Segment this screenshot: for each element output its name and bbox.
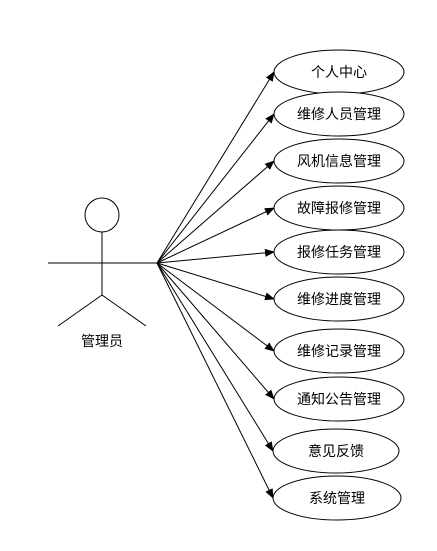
association-line	[156, 207, 275, 264]
association-line	[156, 262, 275, 400]
use-cases: 个人中心维修人员管理风机信息管理故障报修管理报修任务管理维修进度管理维修记录管理…	[272, 49, 405, 521]
association-line	[156, 262, 274, 452]
use-case[interactable]: 报修任务管理	[273, 229, 405, 275]
use-case-label: 意见反馈	[308, 443, 364, 460]
actor: 管理员	[48, 197, 158, 350]
use-case-ellipse[interactable]	[273, 229, 405, 275]
use-case-ellipse[interactable]	[273, 276, 405, 322]
use-case-label: 维修人员管理	[297, 107, 381, 123]
use-case-ellipse[interactable]	[272, 475, 402, 521]
use-case[interactable]: 个人中心	[273, 49, 405, 95]
association-line	[156, 262, 275, 301]
association-line	[156, 71, 275, 264]
use-case-ellipse[interactable]	[273, 138, 405, 184]
association-line	[156, 113, 275, 264]
use-case[interactable]: 意见反馈	[272, 428, 400, 474]
association-line	[156, 160, 275, 264]
use-case[interactable]: 维修记录管理	[273, 328, 405, 374]
use-case[interactable]: 风机信息管理	[273, 138, 405, 184]
use-case-label: 维修进度管理	[297, 292, 381, 308]
association-line	[156, 262, 274, 499]
use-case-label: 系统管理	[309, 491, 365, 507]
actor-left-leg	[57, 294, 103, 327]
actor-label: 管理员	[81, 334, 123, 350]
use-case-ellipse[interactable]	[273, 91, 405, 137]
actor-head	[84, 197, 120, 233]
use-case[interactable]: 系统管理	[272, 475, 402, 521]
associations	[156, 71, 275, 499]
use-case-label: 故障报修管理	[297, 201, 381, 217]
use-case[interactable]: 故障报修管理	[273, 185, 405, 231]
use-case-label: 报修任务管理	[297, 245, 381, 261]
use-case[interactable]: 通知公告管理	[273, 376, 405, 422]
use-case-label: 个人中心	[311, 65, 367, 81]
use-case[interactable]: 维修进度管理	[273, 276, 405, 322]
use-case[interactable]: 维修人员管理	[273, 91, 405, 137]
use-case-label: 风机信息管理	[297, 153, 381, 170]
use-case-label: 通知公告管理	[297, 391, 381, 408]
actor-right-leg	[101, 294, 147, 327]
association-line	[156, 262, 275, 352]
use-case-ellipse[interactable]	[273, 328, 405, 374]
use-case-ellipse[interactable]	[273, 376, 405, 422]
use-case-label: 维修记录管理	[297, 344, 381, 360]
use-case-ellipse[interactable]	[272, 428, 400, 474]
association-line	[156, 248, 275, 264]
